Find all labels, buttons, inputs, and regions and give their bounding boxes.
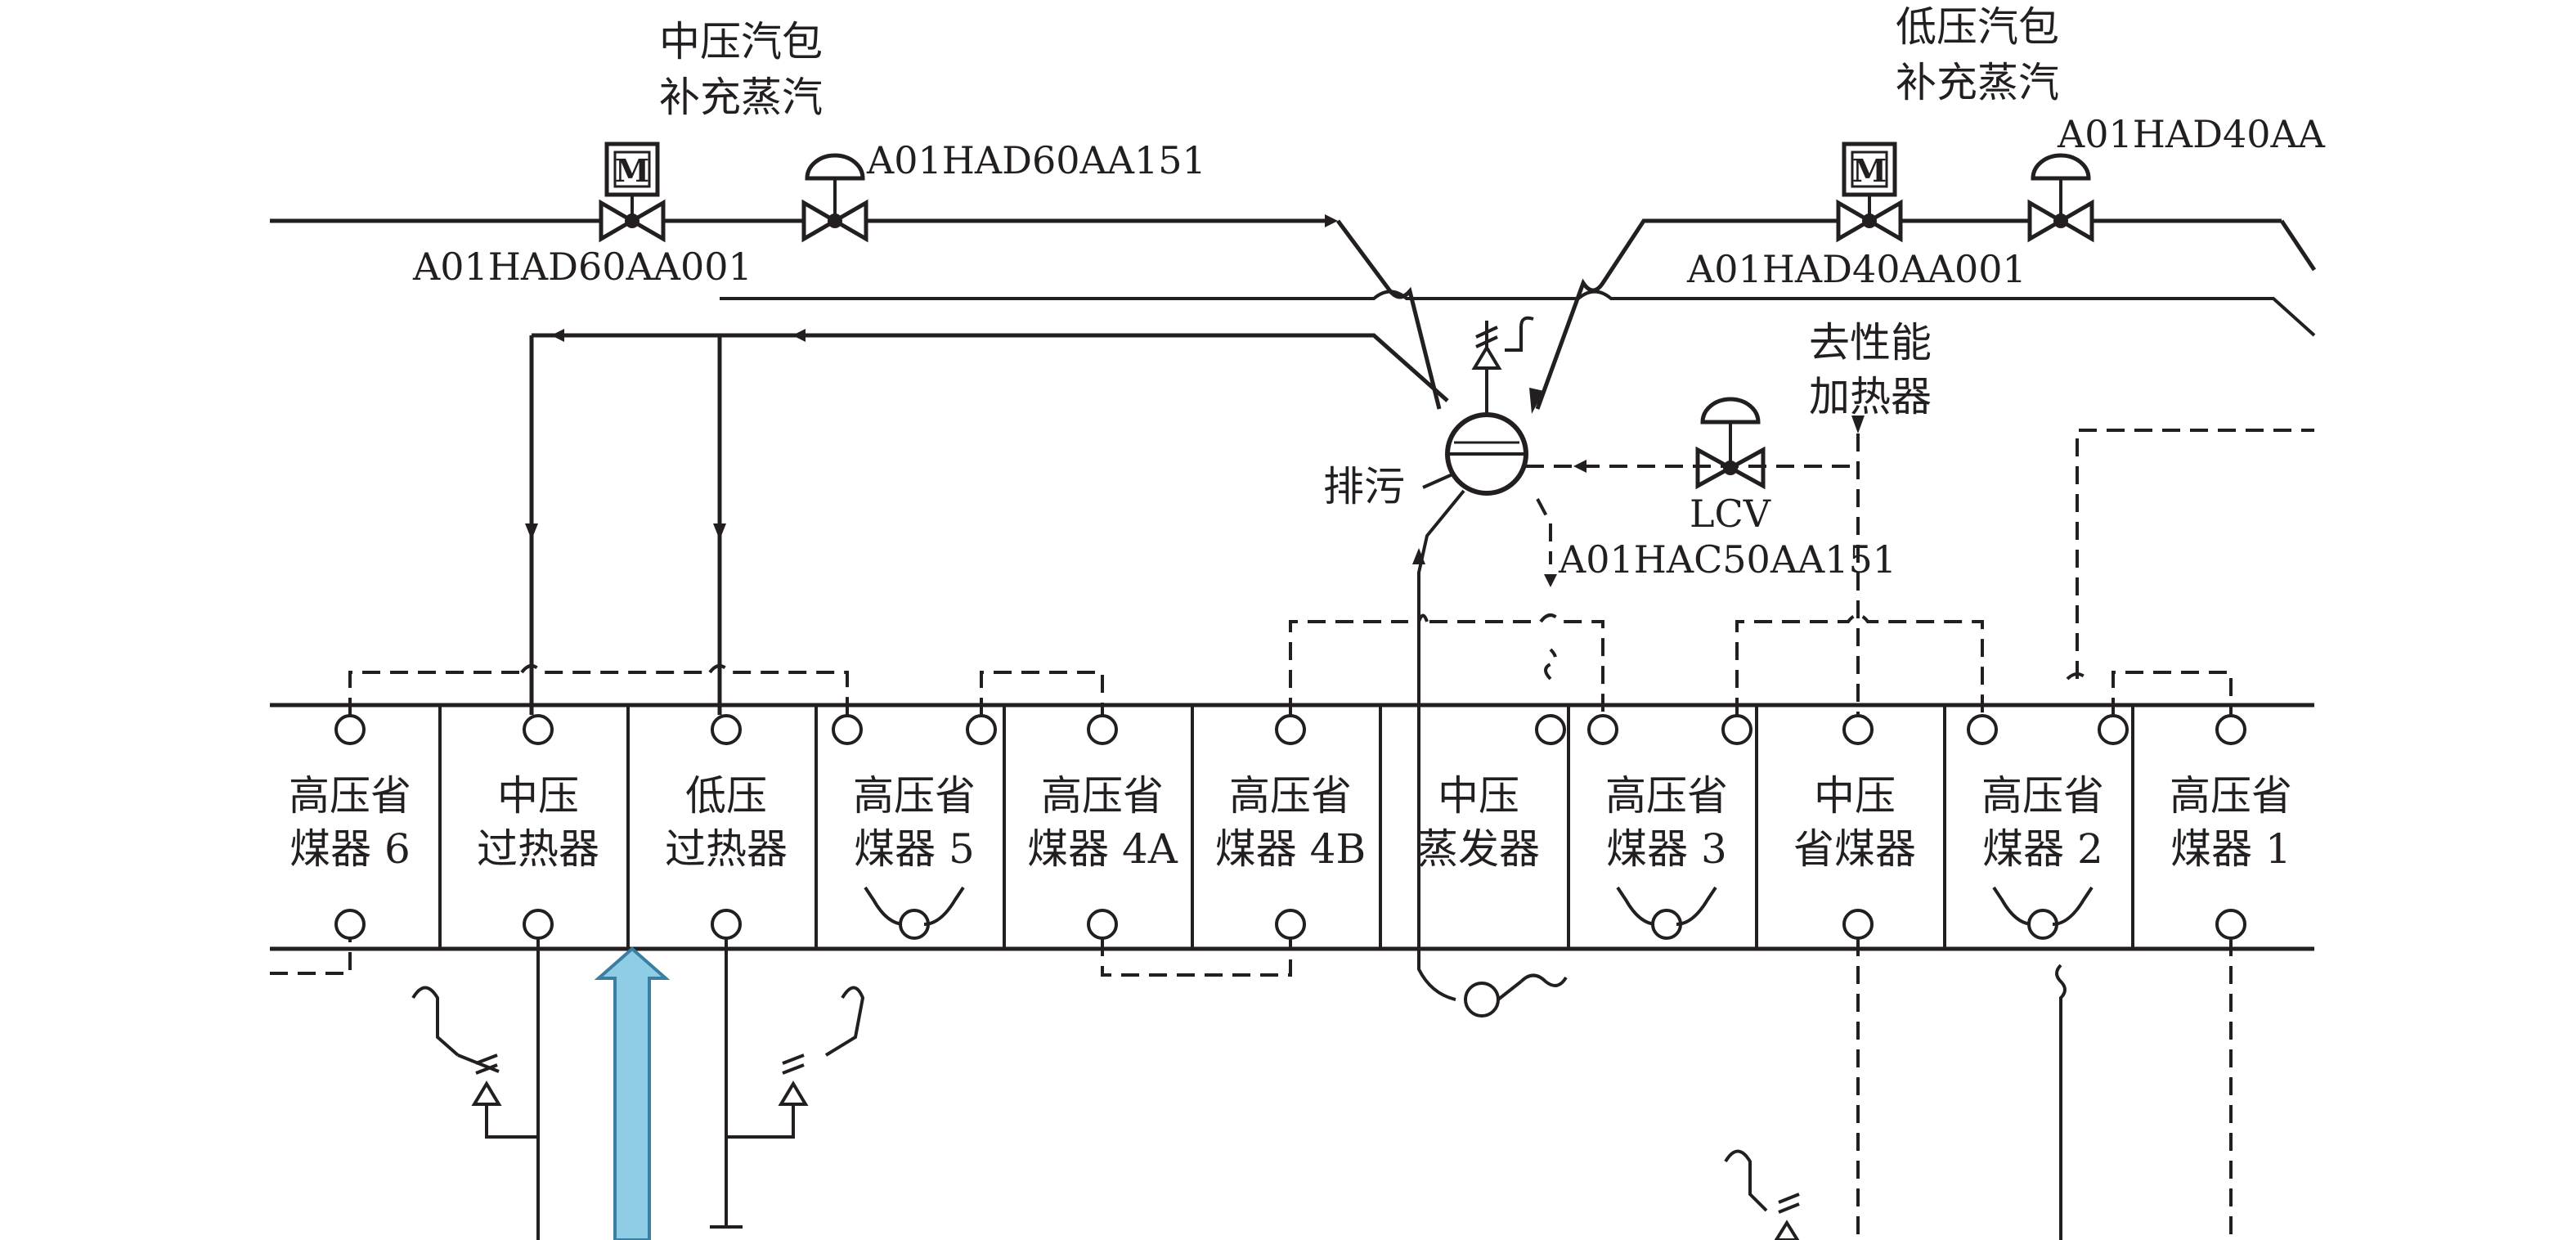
module-label-line2: 省煤器 <box>1793 825 1916 873</box>
lp-superheater-safety-valve-icon <box>726 986 865 1139</box>
module-label-line2: 煤器 5 <box>854 825 975 873</box>
module-label-line2: 煤器 4A <box>1027 825 1178 873</box>
lcv-label: LCV <box>1690 492 1771 536</box>
module-hp-economizer-1: 高压省 煤器 1 <box>2170 772 2292 873</box>
lp-motor-valve-icon[interactable]: M <box>1836 142 1903 243</box>
lcv-valve-tag: A01HAC50AA151 <box>1558 537 1896 582</box>
bottom-safety-valve-icon <box>1724 1149 1800 1240</box>
module-label-line1: 高压省 <box>853 772 976 820</box>
motor-symbol: M <box>615 152 649 189</box>
ip-superheater-safety-valve-icon <box>411 986 538 1139</box>
lp-motor-valve-tag: A01HAD40AA001 <box>1686 247 2026 291</box>
module-label-line2: 煤器 2 <box>1982 825 2103 873</box>
module-label-line1: 高压省 <box>1229 772 1352 820</box>
ip-drum-supply-label-2: 补充蒸汽 <box>659 74 823 121</box>
module-lp-superheater: 低压 过热器 <box>665 772 788 873</box>
ip-supply-steam-line <box>270 214 1442 410</box>
flue-gas-arrow-icon <box>594 946 671 1240</box>
module-label-line1: 中压 <box>1814 772 1896 820</box>
ip-drum-supply-label-1: 中压汽包 <box>659 18 823 65</box>
module-label-line1: 低压 <box>685 772 767 820</box>
module-label-line1: 高压省 <box>289 772 411 820</box>
module-label-line2: 过热器 <box>477 825 599 873</box>
lp-drum-supply-label-2: 补充蒸汽 <box>1896 59 2059 106</box>
hrsg-modules: 高压省 煤器 6 中压 过热器 低压 过热器 高压省 煤器 5 高压省 煤器 4… <box>270 703 2314 951</box>
module-ip-economizer: 中压 省煤器 <box>1793 772 1916 873</box>
module-hp-economizer-6: 高压省 煤器 6 <box>289 772 411 873</box>
module-u-bends <box>864 886 2094 940</box>
module-label-line1: 高压省 <box>2170 772 2292 820</box>
ip-control-valve-icon[interactable] <box>801 153 868 243</box>
module-label-line1: 高压省 <box>1041 772 1164 820</box>
module-hp-economizer-4a: 高压省 煤器 4A <box>1027 772 1178 873</box>
module-label-line1: 高压省 <box>1605 772 1728 820</box>
module-dashed-crossovers <box>348 429 2314 716</box>
motor-symbol-lp: M <box>1852 152 1887 189</box>
module-label-line1: 高压省 <box>1981 772 2104 820</box>
ip-drum-icon <box>1445 412 1528 496</box>
lp-drum-supply-label-1: 低压汽包 <box>1896 3 2059 51</box>
lcv-valve-icon[interactable] <box>1695 397 1766 490</box>
perf-heater-label-1: 去性能 <box>1809 319 1932 366</box>
module-top-nozzles <box>334 714 2246 745</box>
lp-control-valve-icon[interactable] <box>2027 153 2094 243</box>
ip-motor-valve-tag: A01HAD60AA001 <box>412 245 752 289</box>
module-ip-evaporator: 中压 蒸发器 <box>1417 772 1540 873</box>
module-ip-superheater: 中压 过热器 <box>477 772 599 873</box>
module-bottom-nozzles <box>334 909 2246 940</box>
module-hp-economizer-5: 高压省 煤器 5 <box>853 772 976 873</box>
drum-safety-valve-icon <box>1471 316 1534 415</box>
drum-downcomer-lines <box>1412 489 1568 1018</box>
ip-lp-steam-header <box>525 290 2316 715</box>
blowdown-label: 排污 <box>1323 463 1405 510</box>
module-lower-lines <box>270 938 2233 1240</box>
module-label-line2: 煤器 6 <box>289 825 411 873</box>
module-label-line2: 蒸发器 <box>1417 825 1540 873</box>
ip-control-valve-tag: A01HAD60AA151 <box>866 138 1206 182</box>
module-label-line2: 煤器 4B <box>1215 825 1366 873</box>
module-label-line1: 中压 <box>1438 772 1519 820</box>
lp-control-valve-tag: A01HAD40AA <box>2057 112 2326 156</box>
module-label-line2: 煤器 1 <box>2170 825 2291 873</box>
module-hp-economizer-3: 高压省 煤器 3 <box>1605 772 1728 873</box>
ip-motor-valve-icon[interactable]: M <box>599 142 666 243</box>
drum-feedwater-dashed-lines <box>1526 434 1860 716</box>
module-label-line2: 过热器 <box>665 825 788 873</box>
module-label-line2: 煤器 3 <box>1606 825 1727 873</box>
module-hp-economizer-2: 高压省 煤器 2 <box>1981 772 2104 873</box>
perf-heater-label-2: 加热器 <box>1809 373 1932 420</box>
module-hp-economizer-4b: 高压省 煤器 4B <box>1215 772 1366 873</box>
module-label-line1: 中压 <box>497 772 579 820</box>
